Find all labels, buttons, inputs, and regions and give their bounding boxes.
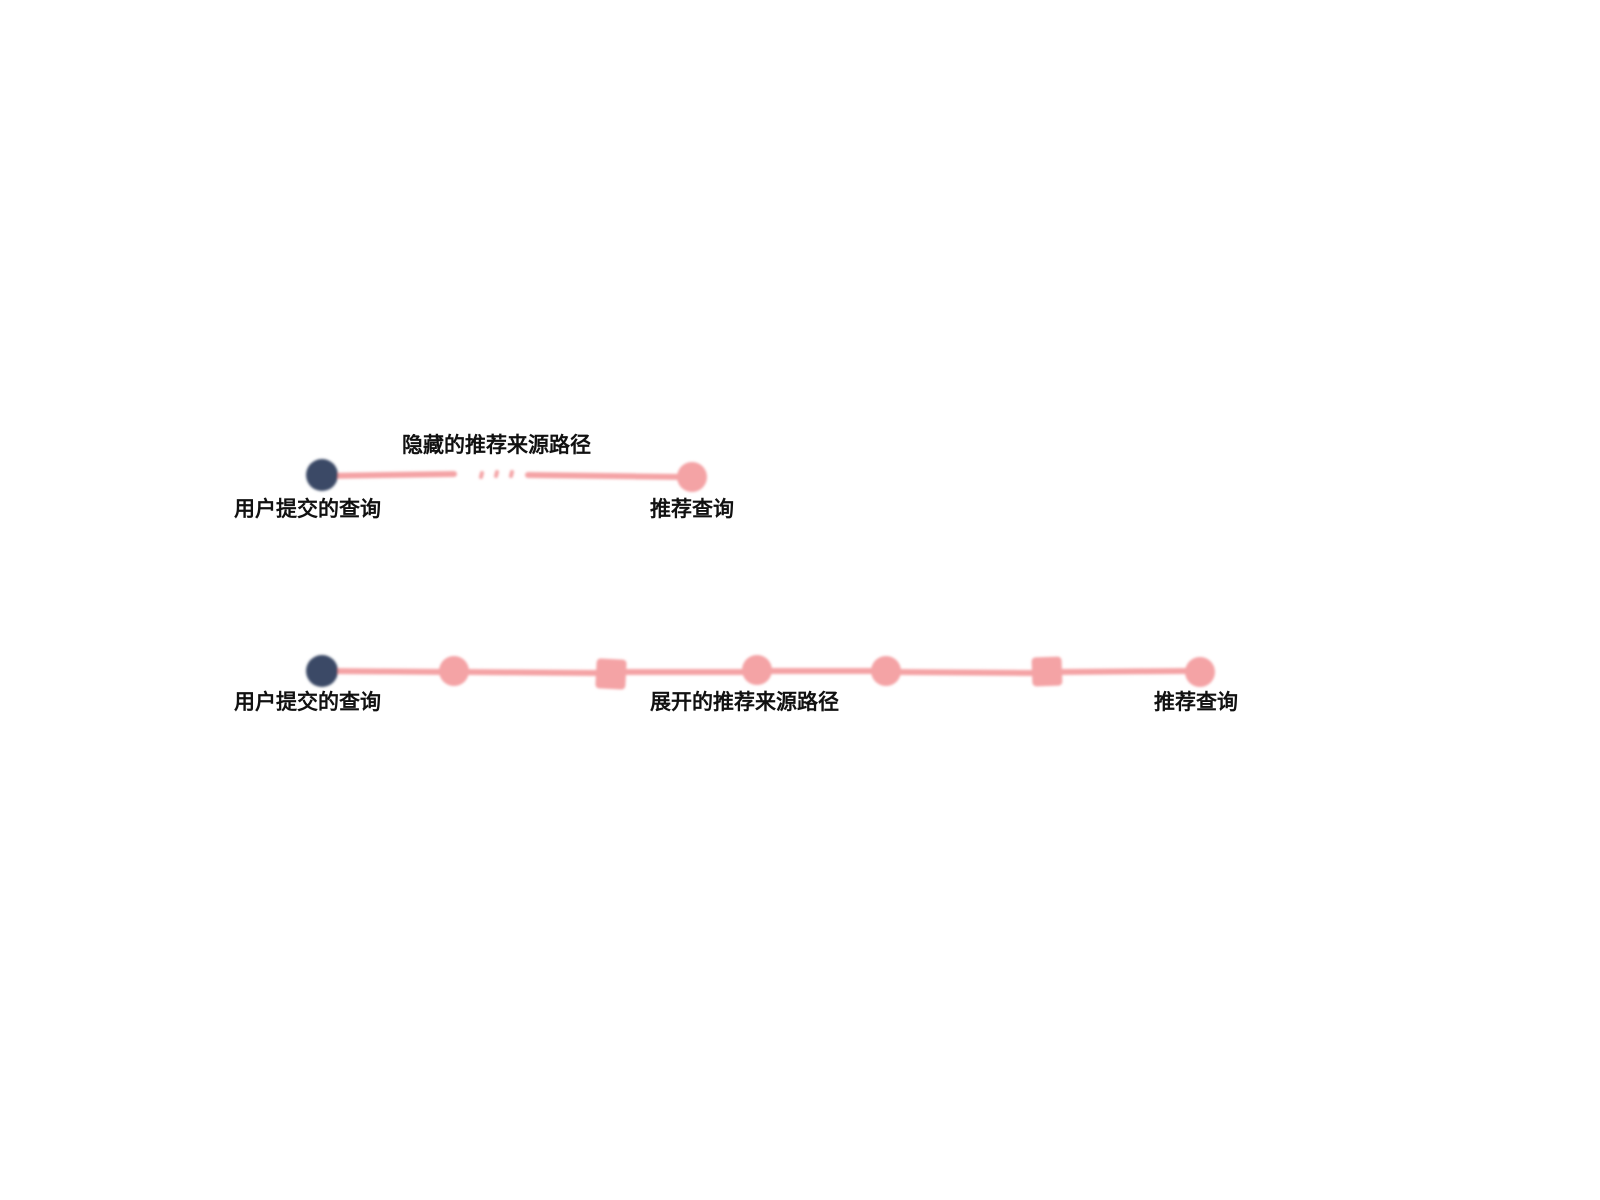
collapsed-end-label: 推荐查询 [650,497,734,521]
expanded-path [306,655,1215,690]
collapsed-end-node [677,462,707,492]
collapsed-edge-ellipsis-3 [509,470,514,478]
expanded-start-label: 用户提交的查询 [234,690,381,714]
expanded-start-node [306,655,338,687]
collapsed-start-node [306,459,338,491]
expanded-path-label: 展开的推荐来源路径 [650,690,839,714]
expanded-node-2 [439,656,469,686]
expanded-edge-2 [465,669,601,676]
expanded-node-4 [742,655,772,685]
collapsed-start-label: 用户提交的查询 [234,497,381,521]
expanded-node-5 [871,656,901,686]
expanded-edge-5 [893,669,1037,676]
collapsed-edge-ellipsis-2 [494,470,499,478]
expanded-end-node [1185,657,1215,687]
collapsed-edge-ellipsis-1 [479,471,484,479]
expanded-edge-1 [321,668,453,675]
collapsed-hidden-path-label: 隐藏的推荐来源路径 [402,433,591,457]
expanded-node-3-square [595,658,627,690]
expanded-edge-6 [1055,668,1189,675]
collapsed-edge-right [525,472,687,480]
collapsed-edge-left [321,471,457,479]
collapsed-path [306,459,707,492]
expanded-node-6-square [1031,656,1063,687]
expanded-end-label: 推荐查询 [1154,690,1238,714]
